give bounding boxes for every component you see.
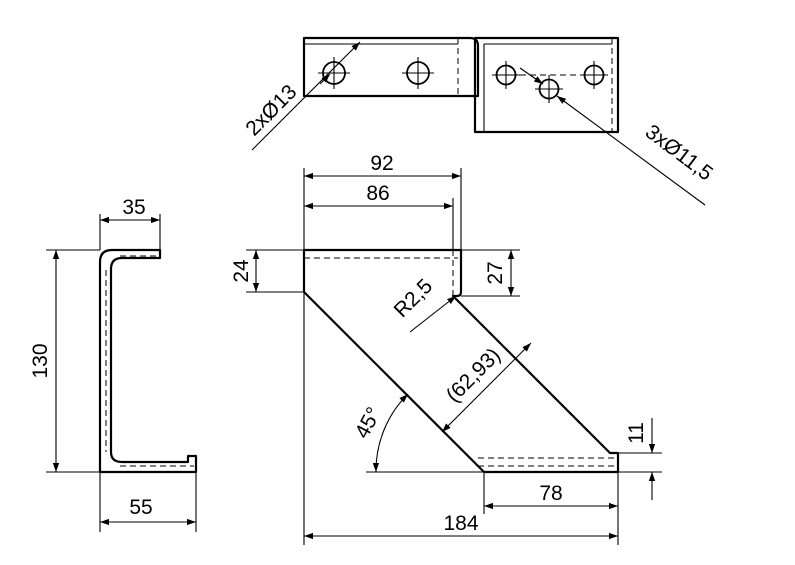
- top-view: [251, 36, 706, 206]
- dim-6293-label: (62,93): [442, 344, 505, 407]
- hole-115-right-icon: [580, 61, 608, 89]
- holes-13-label: 2xØ13: [241, 80, 301, 140]
- front-view-outline: [302, 248, 620, 474]
- dim-11-label: 11: [625, 422, 648, 444]
- dim-92-label: 92: [370, 152, 393, 175]
- hole-115-middle-icon: [535, 75, 563, 103]
- leader-13: [251, 41, 361, 151]
- dim-24-label: 24: [230, 259, 253, 283]
- dim-55-label: 55: [129, 496, 152, 519]
- leader-115: [556, 95, 706, 206]
- dim-78-label: 78: [539, 482, 562, 505]
- dim-r25-leader: [409, 295, 457, 333]
- dim-r25-label: R2,5: [390, 275, 438, 323]
- dim-6293-line: [441, 342, 532, 433]
- dim-27-label: 27: [484, 261, 507, 284]
- side-view-profile: [98, 248, 198, 474]
- dim-45-arc: [372, 393, 409, 473]
- dim-130-label: 130: [29, 343, 52, 378]
- dim-86-label: 86: [366, 182, 389, 205]
- top-view-right-flange: [473, 36, 620, 134]
- hole-13-right-icon: [402, 57, 434, 89]
- dim-35-label: 35: [122, 196, 145, 219]
- front-view: [246, 168, 662, 545]
- holes-115-label: 3xØ11,5: [641, 120, 717, 185]
- dim-184-label: 184: [443, 512, 478, 535]
- side-view: [46, 214, 198, 532]
- hole-13-left-icon: [318, 57, 350, 89]
- hole-115-left-icon: [492, 61, 520, 89]
- top-view-left-flange: [302, 36, 480, 98]
- dim-45-label: 45°: [351, 404, 386, 443]
- dimension-labels: 92 86 35 130 55 24 27 R2,5 (62,93) 45° 1…: [29, 80, 717, 535]
